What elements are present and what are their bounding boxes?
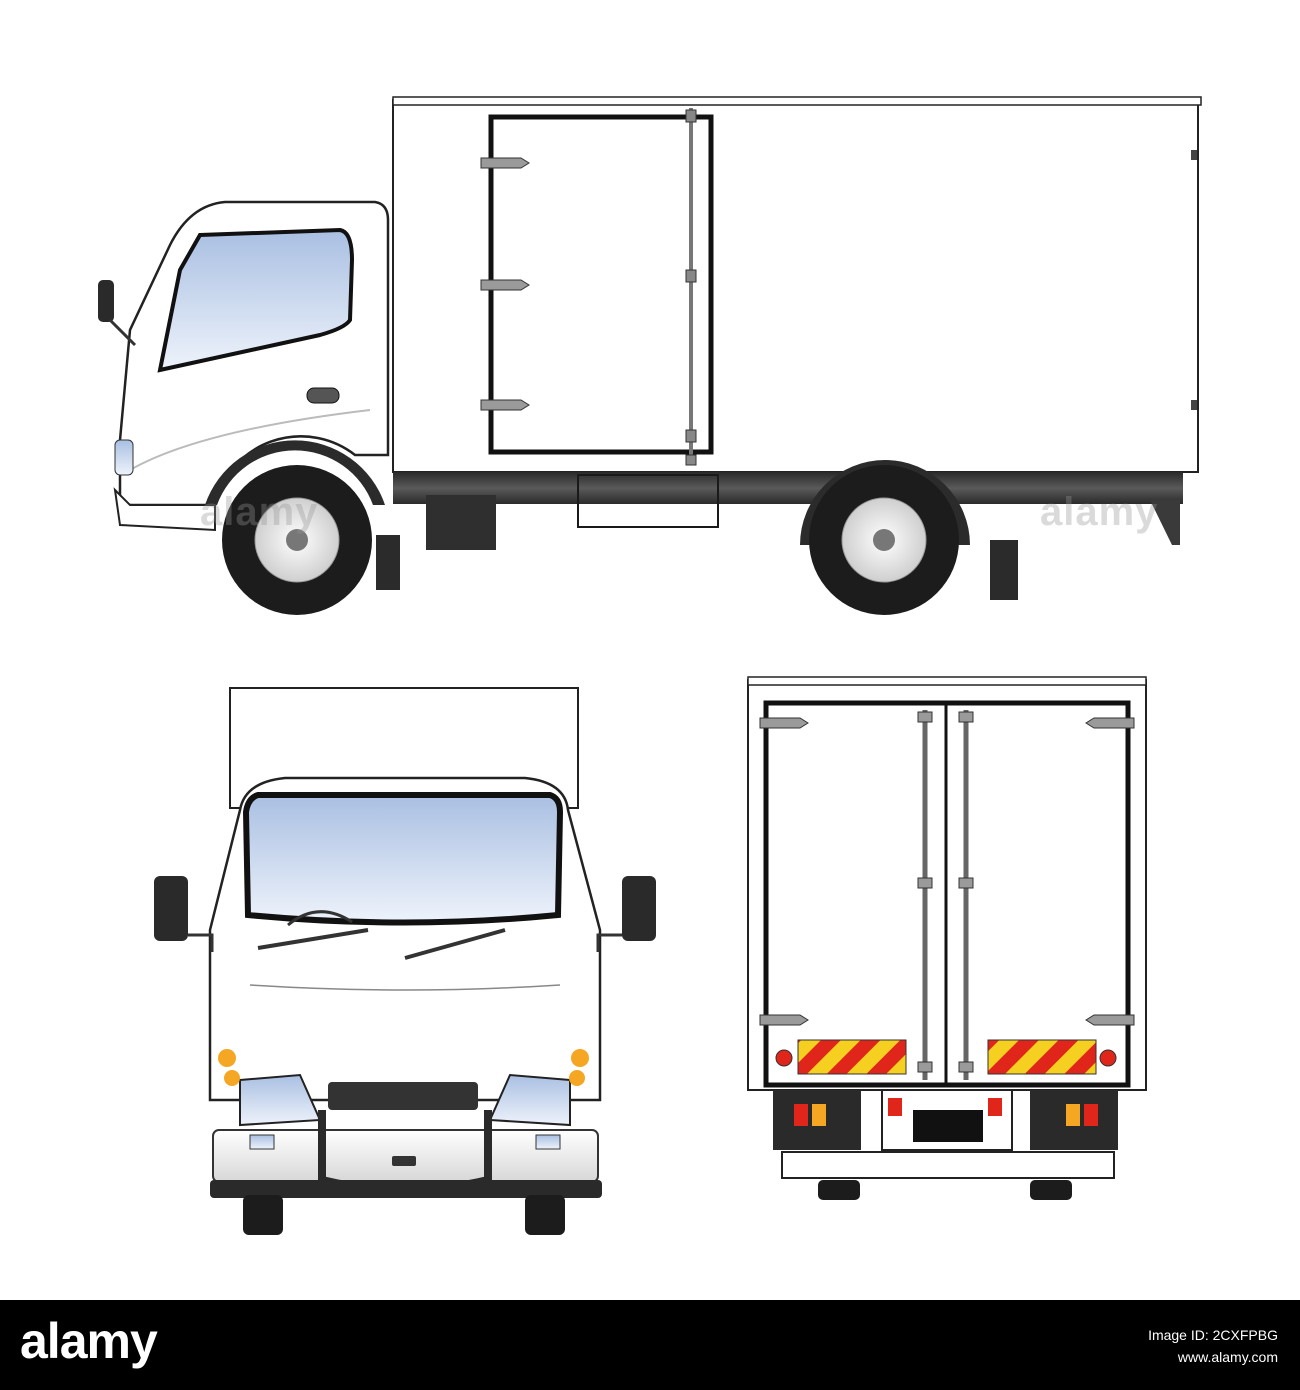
right-mirror <box>622 876 656 941</box>
front-left-tire <box>243 1195 283 1235</box>
front-right-tire <box>525 1195 565 1235</box>
front-view <box>154 687 656 1235</box>
stock-footer: alamy Image ID: 2CXFPBG www.alamy.com <box>0 1300 1300 1390</box>
side-view <box>98 96 1202 615</box>
side-window <box>157 227 355 373</box>
lock-bars <box>922 710 969 1080</box>
url-text: www.alamy.com <box>1177 1349 1278 1365</box>
rear-view <box>747 676 1147 1200</box>
rear-right-tire <box>1030 1180 1072 1200</box>
footer-info: Image ID: 2CXFPBG www.alamy.com <box>1148 1324 1278 1368</box>
left-reflector-strip <box>797 1039 907 1075</box>
left-mirror <box>154 876 188 941</box>
windshield <box>242 792 564 926</box>
door-handle <box>306 387 340 404</box>
rear-left-tire <box>818 1180 860 1200</box>
grille <box>328 1082 478 1110</box>
truck-illustration <box>98 96 1202 1235</box>
side-mirror <box>98 280 114 322</box>
alamy-logo: alamy <box>20 1313 158 1369</box>
rear-bumper <box>781 1151 1115 1179</box>
image-id-text: Image ID: 2CXFPBG <box>1148 1327 1278 1343</box>
right-reflector-strip <box>987 1039 1097 1075</box>
chassis <box>393 472 1183 504</box>
door-hinges <box>480 157 530 411</box>
